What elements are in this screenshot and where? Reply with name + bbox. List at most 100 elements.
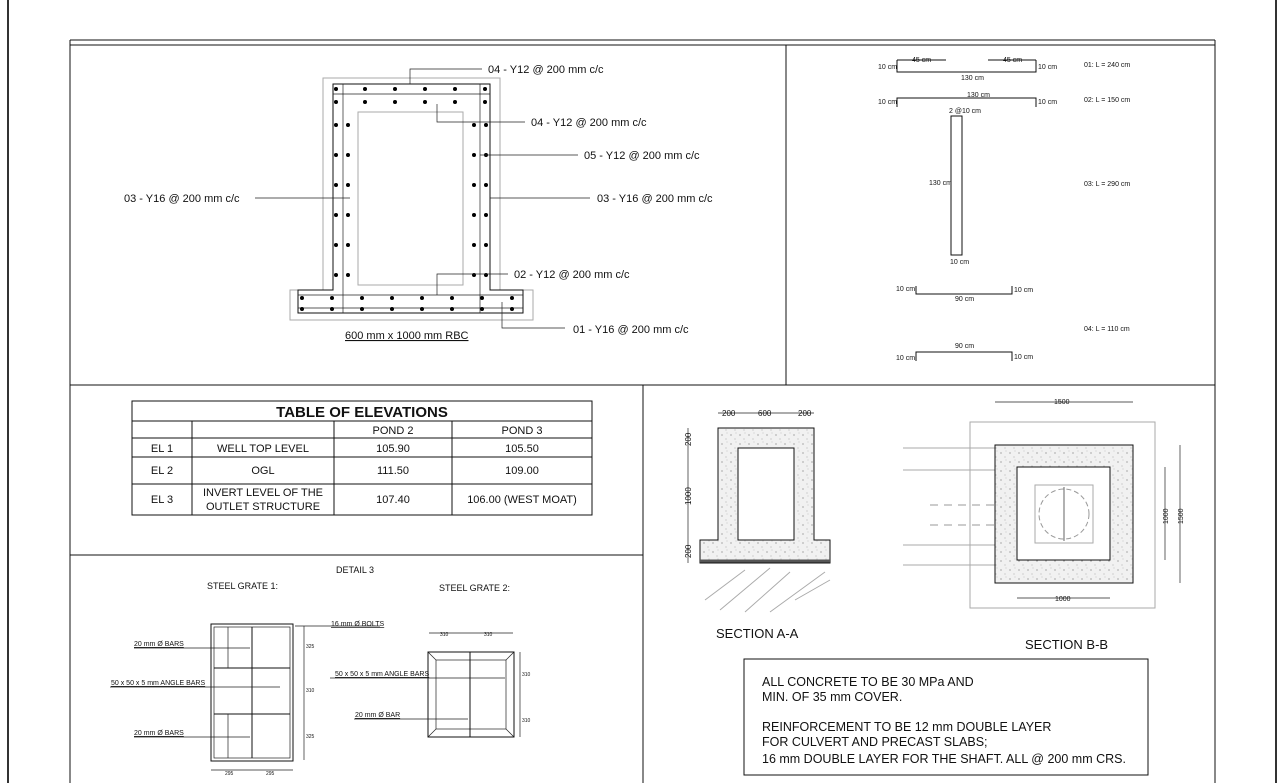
rebar-dot [510, 307, 514, 311]
dim-text: 1500 [1178, 508, 1185, 524]
rebar-dot [346, 183, 350, 187]
cell: 106.00 (WEST MOAT) [467, 494, 577, 506]
label-left-bars: 03 - Y16 @ 200 mm c/c [124, 193, 240, 205]
dim-text: 10 cm [896, 355, 915, 362]
rebar-dot [423, 87, 427, 91]
dim-text: 200 [684, 544, 693, 558]
rebar-dot [346, 273, 350, 277]
dim-text: 1000 [684, 487, 693, 505]
rebar-dot [363, 100, 367, 104]
rebar-dot [472, 273, 476, 277]
label-top-bars: 04 - Y12 @ 200 mm c/c [488, 64, 604, 76]
rebar-dot [334, 243, 338, 247]
elevations-table [131, 400, 593, 516]
rebar-dot [334, 183, 338, 187]
dim-text: 310 [522, 672, 531, 678]
rebar-dot [360, 307, 364, 311]
cell: 109.00 [505, 465, 539, 477]
cell: 107.40 [376, 494, 410, 506]
dim-text: 10 cm [878, 64, 897, 71]
rebar-dot [453, 100, 457, 104]
rebar-dot [472, 183, 476, 187]
rebar-dot [346, 153, 350, 157]
table-row: EL 3 INVERT LEVEL OF THE OUTLET STRUCTUR… [151, 487, 577, 513]
note-line: ALL CONCRETE TO BE 30 MPa AND [762, 675, 974, 689]
label-20mm-bars: 20 mm Ø BARS [134, 730, 184, 737]
dim-text: 10 cm [878, 99, 897, 106]
cell: EL 1 [151, 443, 173, 455]
table-row: EL 2 OGL 111.50 109.00 [151, 465, 539, 477]
steel-grate-1 [110, 623, 380, 771]
rebar-dot [346, 213, 350, 217]
dim-text: 130 cm [967, 92, 990, 99]
rebar-dot [472, 213, 476, 217]
rebar-dot [472, 123, 476, 127]
rebar-dot [346, 123, 350, 127]
dim-text: 200 [722, 409, 736, 418]
rebar-dot [420, 296, 424, 300]
rebar-dot [453, 87, 457, 91]
label-angle-bars: 50 x 50 x 5 mm ANGLE BARS [111, 680, 205, 687]
cell: WELL TOP LEVEL [217, 443, 309, 455]
dim-text: 45 cm [912, 57, 931, 64]
rebar-dot [484, 183, 488, 187]
cell: OGL [251, 465, 274, 477]
rebar-dot [334, 87, 338, 91]
note-line: MIN. OF 35 mm COVER. [762, 690, 902, 704]
dim-text: 130 cm [929, 180, 952, 187]
bar-length-01: 01: L = 240 cm [1084, 62, 1130, 69]
note-line: REINFORCEMENT TO BE 12 mm DOUBLE LAYER [762, 720, 1051, 734]
rebar-dot [480, 307, 484, 311]
dim-text: 325 [306, 644, 315, 650]
table-header: POND 3 [502, 425, 543, 437]
rebar-dot [483, 100, 487, 104]
sheet-frame [7, 0, 1277, 783]
rebar-dot [300, 307, 304, 311]
dim-text: 310 [522, 718, 531, 724]
cell: 105.50 [505, 443, 539, 455]
rebar-dot [330, 307, 334, 311]
dim-text: 310 [440, 632, 449, 638]
section-bb-drawing [903, 401, 1181, 609]
bar-schedule [896, 59, 1037, 361]
dim-text: 325 [306, 734, 315, 740]
bar-length-04: 04: L = 110 cm [1084, 326, 1130, 333]
dim-text: 200 [684, 432, 693, 446]
label-bolts: 16 mm Ø BOLTS [331, 621, 384, 628]
rebar-dot [334, 153, 338, 157]
rebar-dot [393, 87, 397, 91]
dim-text: 600 [758, 409, 772, 418]
rebar-dot [450, 307, 454, 311]
dim-text: 310 [484, 632, 493, 638]
label-20mm-bar: 20 mm Ø BAR [355, 712, 400, 719]
rebar-dot [346, 243, 350, 247]
rebar-dot [420, 307, 424, 311]
rebar-dot [300, 296, 304, 300]
dim-text: 10 cm [896, 286, 915, 293]
dim-text: 90 cm [955, 296, 974, 303]
dim-text: 295 [225, 771, 234, 777]
dim-text: 200 [798, 409, 812, 418]
cell: EL 2 [151, 465, 173, 477]
dim-text: 2 @10 cm [949, 108, 981, 115]
label-angle-bars: 50 x 50 x 5 mm ANGLE BARS [335, 671, 429, 678]
notes-box [743, 658, 1149, 776]
cell: 105.90 [376, 443, 410, 455]
rebar-dot [450, 296, 454, 300]
rebar-dot [334, 123, 338, 127]
detail3-title: DETAIL 3 [336, 565, 374, 575]
label-right-inner-bars: 05 - Y12 @ 200 mm c/c [584, 150, 700, 162]
dim-text: 1500 [1054, 399, 1070, 406]
label-top-inner-bars: 04 - Y12 @ 200 mm c/c [531, 117, 647, 129]
cell: EL 3 [151, 494, 173, 506]
rebar-dot [334, 213, 338, 217]
label-base-top-bars: 02 - Y12 @ 200 mm c/c [514, 269, 630, 281]
rebar-dot [472, 243, 476, 247]
rebar-dot [360, 296, 364, 300]
grate2-title: STEEL GRATE 2: [439, 583, 510, 593]
bar-length-02: 02: L = 150 cm [1084, 97, 1130, 104]
label-20mm-bars: 20 mm Ø BARS [134, 641, 184, 648]
dim-text: 10 cm [1038, 99, 1057, 106]
rebar-dot [390, 296, 394, 300]
rebar-dot [484, 273, 488, 277]
